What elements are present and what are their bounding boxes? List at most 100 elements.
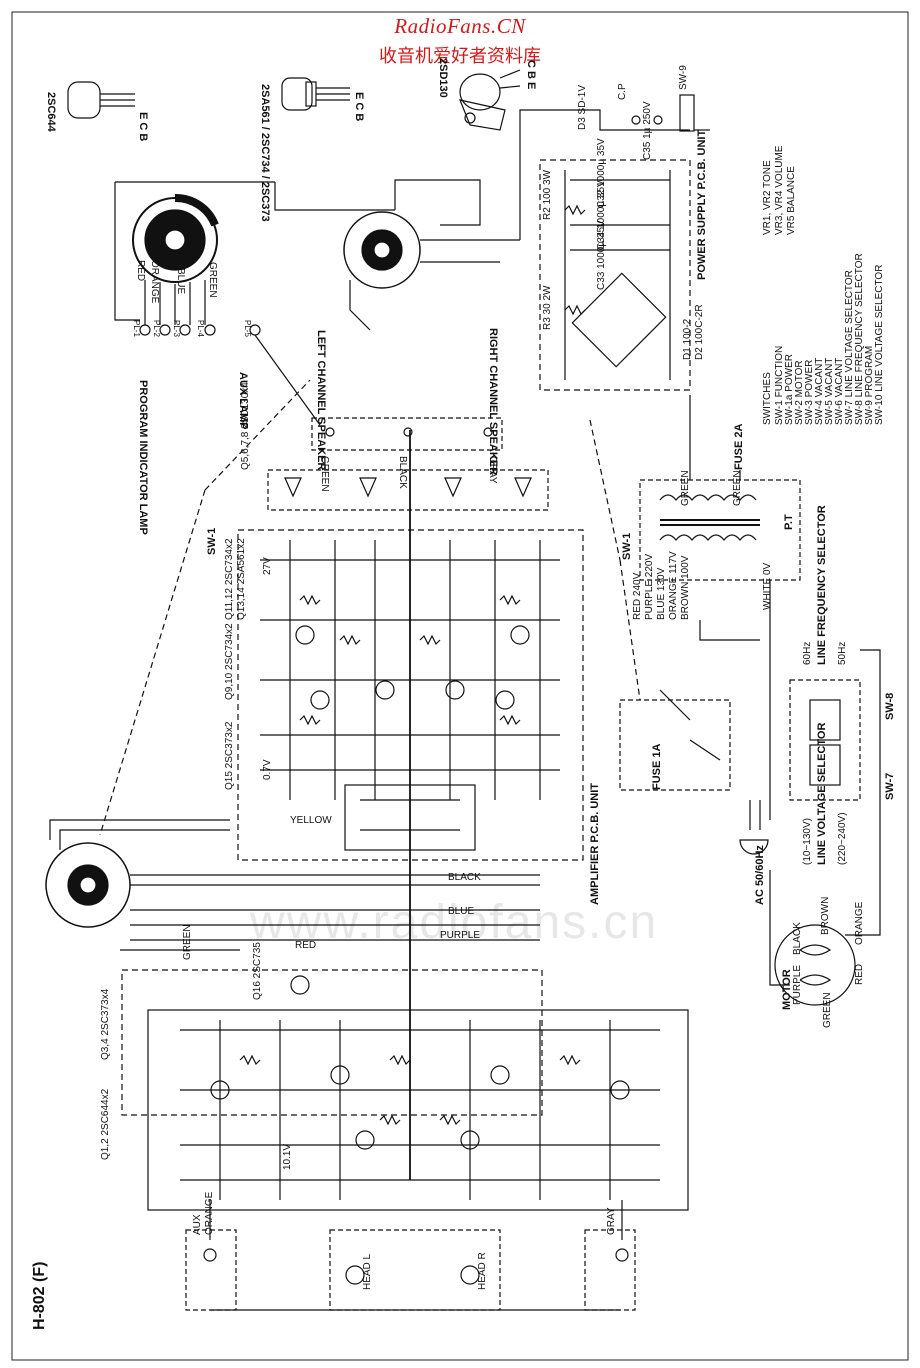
- sw7-label: SW-7: [884, 773, 896, 800]
- power-part-d1: D1 100-2: [682, 318, 693, 360]
- wire-yellow: YELLOW: [290, 815, 332, 826]
- switch-legend-3: SW-2 MOTOR: [794, 360, 805, 425]
- preamp-voltage-101v: 10.1V: [282, 1144, 293, 1170]
- program-indicator-lamp: [132, 193, 219, 283]
- motor-wire-brown: BROWN: [820, 897, 831, 935]
- tap-white-0: WHITE 0V: [762, 562, 773, 610]
- program-lamp-label: PROGRAM INDICATOR LAMP: [137, 380, 149, 535]
- wire-green: GREEN: [207, 262, 218, 298]
- amp-unit-label: AMPLIFIER P.C.B. UNIT: [589, 783, 601, 905]
- switch-legend-9: SW-8 LINE FREQUENCY SELECTOR: [854, 253, 865, 425]
- motor-symbol: [774, 924, 856, 1006]
- wire-gray-in: GRAY: [606, 1207, 617, 1235]
- label-2sc644: 2SC644: [45, 92, 57, 133]
- power-part-r3: R3 30 2W: [542, 285, 553, 330]
- switch-legend-10: SW-9 PROGRAM: [864, 346, 875, 425]
- wire-blue: BLUE: [175, 268, 186, 294]
- head-r-label: HEAD R: [477, 1252, 488, 1290]
- label-2sc644-pins: E C B: [137, 112, 149, 141]
- motor-wire-black: BLACK: [792, 922, 803, 955]
- amp-part-q5: Q5,6,7,8 2SD130x4: [240, 382, 251, 470]
- motor-wire-red: RED: [854, 964, 865, 985]
- lamp-pl2: PL-2: [152, 320, 161, 337]
- switch-legend-11: SW-10 LINE VOLTAGE SELECTOR: [874, 265, 885, 425]
- volt-220-240: (220~240V): [837, 812, 848, 865]
- wire-orange-aux: ORANGE: [204, 1191, 215, 1235]
- switch-legend-1: SW-1 FUNCTION: [774, 346, 785, 425]
- right-speaker-label: RIGHT CHANNEL SPEAKER: [487, 328, 499, 475]
- volt-10-130: (10~130V): [802, 818, 813, 865]
- label-2sd130: 2SD130: [437, 58, 449, 98]
- sw1-label-top: SW-1: [206, 528, 218, 555]
- preamp-part-q16: Q16 2SC735: [252, 942, 263, 1000]
- fuse-1a-label: FUSE 1A: [651, 743, 663, 790]
- aux-input-label: AUX: [192, 1214, 203, 1235]
- lamp-pl3: PL-3: [172, 320, 181, 337]
- site-watermark-subtitle: 收音机爱好者资料库: [379, 46, 541, 67]
- switch-legend-6: SW-5 VACANT: [824, 358, 835, 425]
- line-volt-label: LINE VOLTAGE SELECTOR: [816, 723, 828, 865]
- motor-wire-purple: PURPLE: [792, 965, 803, 1005]
- wire-purple-mid: PURPLE: [440, 930, 480, 941]
- transistor-2sa561-symbol: [281, 77, 350, 111]
- sw9-rotary-switch: [343, 211, 421, 289]
- wire-black-mid: BLACK: [448, 872, 481, 883]
- wire-blue-mid: BLUE: [448, 906, 474, 917]
- tap-brown-100: BROWN 100V: [680, 555, 691, 620]
- sw1-function-switch: [45, 842, 131, 928]
- switch-legend-5: SW-4 VACANT: [814, 358, 825, 425]
- power-part-c35: C35 1µ 250V: [642, 101, 653, 160]
- motor-label: MOTOR: [781, 969, 793, 1010]
- aux-lamp-label: AUX LAMP: [237, 372, 249, 429]
- transistor-2sd130-symbol: [459, 69, 521, 131]
- power-part-c32: C32 1000µ 35V: [596, 138, 607, 208]
- wire-green-spk: GREEN: [319, 456, 330, 492]
- site-watermark-title: RadioFans.CN: [394, 14, 526, 38]
- switch-legend-8: SW-7 LINE VOLTAGE SELECTOR: [844, 270, 855, 425]
- switch-legend-4: SW-3 POWER: [804, 360, 815, 425]
- freq-50hz: 50Hz: [837, 642, 848, 665]
- amp-part-q15: Q15 2SC373x2: [224, 721, 235, 790]
- lamp-pl1: PL-1: [132, 320, 141, 337]
- power-part-d3: D3 SD-1V: [577, 85, 588, 130]
- freq-60hz: 60Hz: [802, 642, 813, 665]
- wire-green-pt-2: GREEN: [732, 470, 743, 506]
- pot-volume: VR3, VR4 VOLUME: [774, 145, 785, 235]
- power-part-r2: R2 100 3W: [542, 169, 553, 220]
- wire-black-spk: BLACK: [397, 456, 408, 489]
- switch-legend-title: SWITCHES: [762, 372, 773, 425]
- tap-red-240: RED 240V: [632, 572, 643, 620]
- label-2sa561-pins: E C B: [353, 92, 365, 121]
- wire-green-pt-1: GREEN: [680, 470, 691, 506]
- transistor-2sc644-symbol: [67, 81, 135, 119]
- speaker-terminals-box: [311, 417, 503, 451]
- tap-orange-117: ORANGE 117V: [668, 551, 679, 620]
- head-l-label: HEAD L: [362, 1253, 373, 1290]
- switch-legend-2: SW-1a POWER: [784, 354, 795, 425]
- power-part-sw9: SW-9: [678, 65, 689, 90]
- pot-tone: VR1, VR2 TONE: [762, 160, 773, 235]
- lamp-pl5: PL-5: [243, 320, 252, 337]
- power-supply-pcb-box: [539, 159, 691, 391]
- tap-blue-130: BLUE 130V: [656, 567, 667, 620]
- motor-wire-orange: ORANGE: [854, 901, 865, 945]
- preamp-pcb-box: [147, 1009, 689, 1211]
- wire-red: RED: [135, 260, 146, 281]
- sw1-label-right: SW-1: [621, 533, 633, 560]
- amp-part-q13: Q13,14 2SA561x2: [236, 538, 247, 620]
- fuse-2a-label: FUSE 2A: [733, 423, 745, 470]
- power-unit-label: POWER SUPPLY P.C.B. UNIT: [696, 130, 708, 280]
- motor-wire-green: GREEN: [822, 992, 833, 1028]
- power-part-cp: C.P: [617, 83, 628, 100]
- label-2sd130-pins: C B E: [525, 60, 537, 89]
- amp-voltage-07v: 0.7V: [262, 759, 273, 780]
- line-freq-label: LINE FREQUENCY SELECTOR: [816, 505, 828, 665]
- wire-orange: ORANGE: [149, 260, 160, 304]
- amp-voltage-27v: 27V: [262, 557, 273, 575]
- pt-label: P.T: [783, 514, 795, 530]
- model-label: H-802 (F): [31, 1262, 48, 1330]
- sw8-label: SW-8: [884, 693, 896, 720]
- amp-part-q11: Q11,12 2SC734x2: [224, 538, 235, 620]
- amp-part-q9: Q9,10 2SC734x2: [224, 623, 235, 700]
